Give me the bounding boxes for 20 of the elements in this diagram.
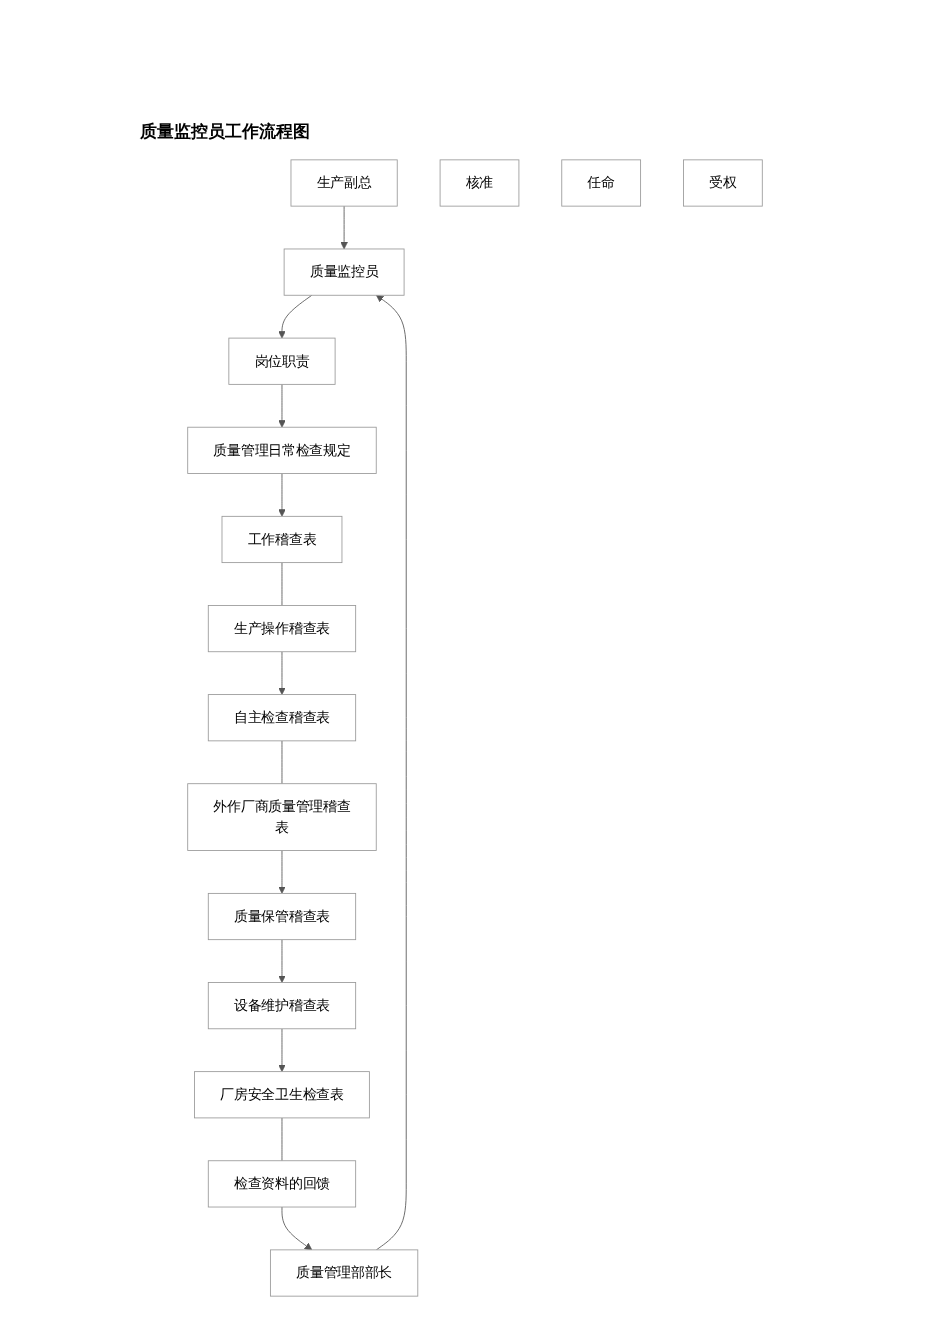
connector bbox=[281, 740, 283, 785]
diagram-title: 质量监控员工作流程图 bbox=[140, 120, 311, 143]
node-box: 工作稽查表 bbox=[221, 515, 343, 564]
node-box: 生产副总 bbox=[290, 159, 398, 207]
node-box: 任命 bbox=[561, 159, 642, 207]
connector bbox=[281, 562, 283, 606]
node-box: 生产操作稽查表 bbox=[207, 605, 357, 653]
node-box: 自主检查稽查表 bbox=[207, 694, 357, 742]
node-box: 质量监控员 bbox=[283, 248, 405, 296]
node-box: 核准 bbox=[439, 159, 520, 207]
node-box: 厂房安全卫生检查表 bbox=[194, 1071, 370, 1119]
connector bbox=[281, 1117, 283, 1162]
node-box: 质量管理部部长 bbox=[270, 1249, 419, 1297]
node-box: 设备维护稽查表 bbox=[207, 982, 357, 1030]
node-box: 检查资料的回馈 bbox=[207, 1160, 357, 1208]
node-box: 质量管理日常检查规定 bbox=[187, 426, 377, 474]
node-box: 岗位职责 bbox=[228, 337, 336, 385]
node-box: 外作厂商质量管理稽查表 bbox=[187, 783, 377, 851]
node-box: 受权 bbox=[683, 159, 763, 207]
node-box: 质量保管稽查表 bbox=[207, 892, 357, 941]
